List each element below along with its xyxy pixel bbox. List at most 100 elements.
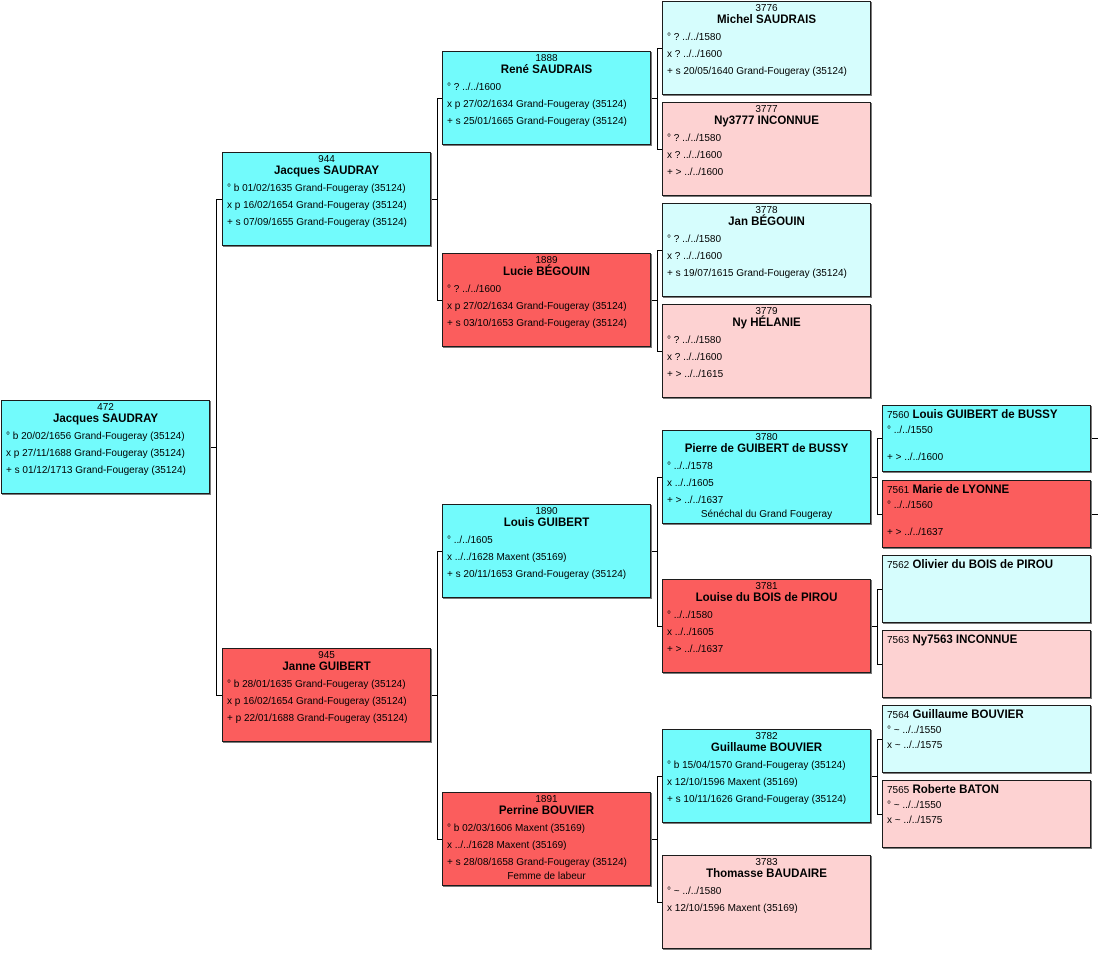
sosa-number: 1889 (535, 255, 558, 266)
person-name: René SAUDRAIS (500, 64, 593, 76)
life-event: ° ../../1605 (447, 535, 493, 546)
life-event: x p 27/02/1634 Grand-Fougeray (35124) (447, 301, 627, 312)
person-name: Guillaume BOUVIER (912, 709, 1024, 721)
life-event: + > ../../1637 (887, 527, 944, 538)
person-name: Guillaume BOUVIER (710, 742, 823, 754)
sosa-number: 944 (318, 154, 335, 165)
person-name: Lucie BÉGOUIN (503, 266, 590, 278)
sosa-number: 945 (318, 650, 335, 661)
life-event: + s 07/09/1655 Grand-Fougeray (35124) (227, 217, 407, 228)
life-event: ° ../../1560 (887, 500, 933, 511)
life-event: ° b 28/01/1635 Grand-Fougeray (35124) (227, 679, 406, 690)
sosa-number: 1890 (535, 506, 558, 517)
sosa-number: 3781 (755, 581, 778, 592)
person-card-7560[interactable]: 7560 Louis GUIBERT de BUSSY° ../../1550+… (882, 405, 1091, 472)
person-card-7561[interactable]: 7561 Marie de LYONNE ° ../../1560 + > ../.… (882, 480, 1091, 548)
person-name: Jan BÉGOUIN (728, 216, 805, 228)
person-name: Jacques SAUDRAY (52, 413, 159, 425)
sosa-number: 7563 (887, 635, 910, 646)
life-event: ° ~ ../../1580 (667, 886, 722, 897)
person-header: 7564 Guillaume BOUVIER (887, 709, 1090, 722)
person-name: Louis GUIBERT (503, 517, 590, 529)
sosa-number: 3779 (755, 306, 778, 317)
person-header: 7565 Roberte BATON (887, 784, 1090, 797)
sosa-number: 7565 (887, 785, 910, 796)
life-event: ° ? ../../1580 (667, 133, 722, 144)
life-event: ° ? ../../1580 (667, 335, 722, 346)
sosa-number: 7560 (887, 410, 910, 421)
life-event: x ? ../../1600 (667, 352, 723, 363)
sosa-number: 7561 (887, 485, 910, 496)
event-gap (883, 512, 1090, 524)
sosa-number: 3777 (755, 104, 778, 115)
life-event: x ? ../../1600 (667, 150, 723, 161)
person-header: 7562 Olivier du BOIS de PIROU (887, 559, 1090, 572)
life-event: x ? ../../1600 (667, 251, 723, 262)
life-event: + p 22/01/1688 Grand-Fougeray (35124) (227, 713, 408, 724)
person-name: Louis GUIBERT de BUSSY (912, 409, 1058, 421)
person-name: Louise du BOIS de PIROU (695, 592, 838, 604)
sosa-number: 472 (97, 402, 114, 413)
life-event: x ../../1605 (667, 627, 714, 638)
life-event: x p 16/02/1654 Grand-Fougeray (35124) (227, 696, 407, 707)
occupation-note: Sénéchal du Grand Fougeray (700, 509, 833, 520)
life-event: + > ../../1637 (667, 495, 724, 506)
life-event: x p 27/11/1688 Grand-Fougeray (35124) (6, 448, 185, 459)
person-name: Roberte BATON (912, 784, 999, 796)
life-event: + > ../../1615 (667, 369, 724, 380)
person-name: Pierre de GUIBERT de BUSSY (684, 443, 849, 455)
person-name: Janne GUIBERT (282, 661, 371, 673)
life-event: + > ../../1637 (667, 644, 724, 655)
life-event: ° b 01/02/1635 Grand-Fougeray (35124) (227, 183, 406, 194)
life-event: x ../../1628 Maxent (35169) (447, 840, 567, 851)
sosa-number: 3778 (755, 205, 778, 216)
life-event: x 12/10/1596 Maxent (35169) (667, 903, 798, 914)
life-event: + s 28/08/1658 Grand-Fougeray (35124) (447, 857, 627, 868)
life-event: + s 25/01/1665 Grand-Fougeray (35124) (447, 116, 627, 127)
life-event: ° b 02/03/1606 Maxent (35169) (447, 823, 585, 834)
event-gap (883, 437, 1090, 449)
occupation-note: Femme de labeur (507, 871, 586, 882)
life-event: x ../../1628 Maxent (35169) (447, 552, 567, 563)
life-event: + s 10/11/1626 Grand-Fougeray (35124) (667, 794, 847, 805)
life-event: + s 20/05/1640 Grand-Fougeray (35124) (667, 66, 847, 77)
sosa-number: 3782 (755, 731, 778, 742)
person-name: Michel SAUDRAIS (716, 14, 817, 26)
person-card-7563[interactable]: 7563 Ny7563 INCONNUE (882, 630, 1091, 698)
life-event: ° ~ ../../1550 (887, 800, 942, 811)
life-event: ° ? ../../1580 (667, 32, 722, 43)
person-header: 7561 Marie de LYONNE (887, 484, 1090, 497)
life-event: + s 19/07/1615 Grand-Fougeray (35124) (667, 268, 847, 279)
person-header: 7563 Ny7563 INCONNUE (887, 634, 1090, 647)
life-event: ° ? ../../1600 (447, 82, 502, 93)
person-name: Olivier du BOIS de PIROU (912, 559, 1054, 571)
life-event: + s 20/11/1653 Grand-Fougeray (35124) (447, 569, 627, 580)
person-header: 7560 Louis GUIBERT de BUSSY (887, 409, 1090, 422)
life-event: x p 16/02/1654 Grand-Fougeray (35124) (227, 200, 407, 211)
person-card-7562[interactable]: 7562 Olivier du BOIS de PIROU (882, 555, 1091, 623)
life-event: + s 01/12/1713 Grand-Fougeray (35124) (6, 465, 186, 476)
life-event: + > ../../1600 (667, 167, 724, 178)
sosa-number: 1891 (535, 794, 558, 805)
sosa-number: 7564 (887, 710, 910, 721)
sosa-number: 3783 (755, 857, 778, 868)
person-name: Ny HÉLANIE (732, 317, 801, 329)
sosa-number: 1888 (535, 53, 558, 64)
